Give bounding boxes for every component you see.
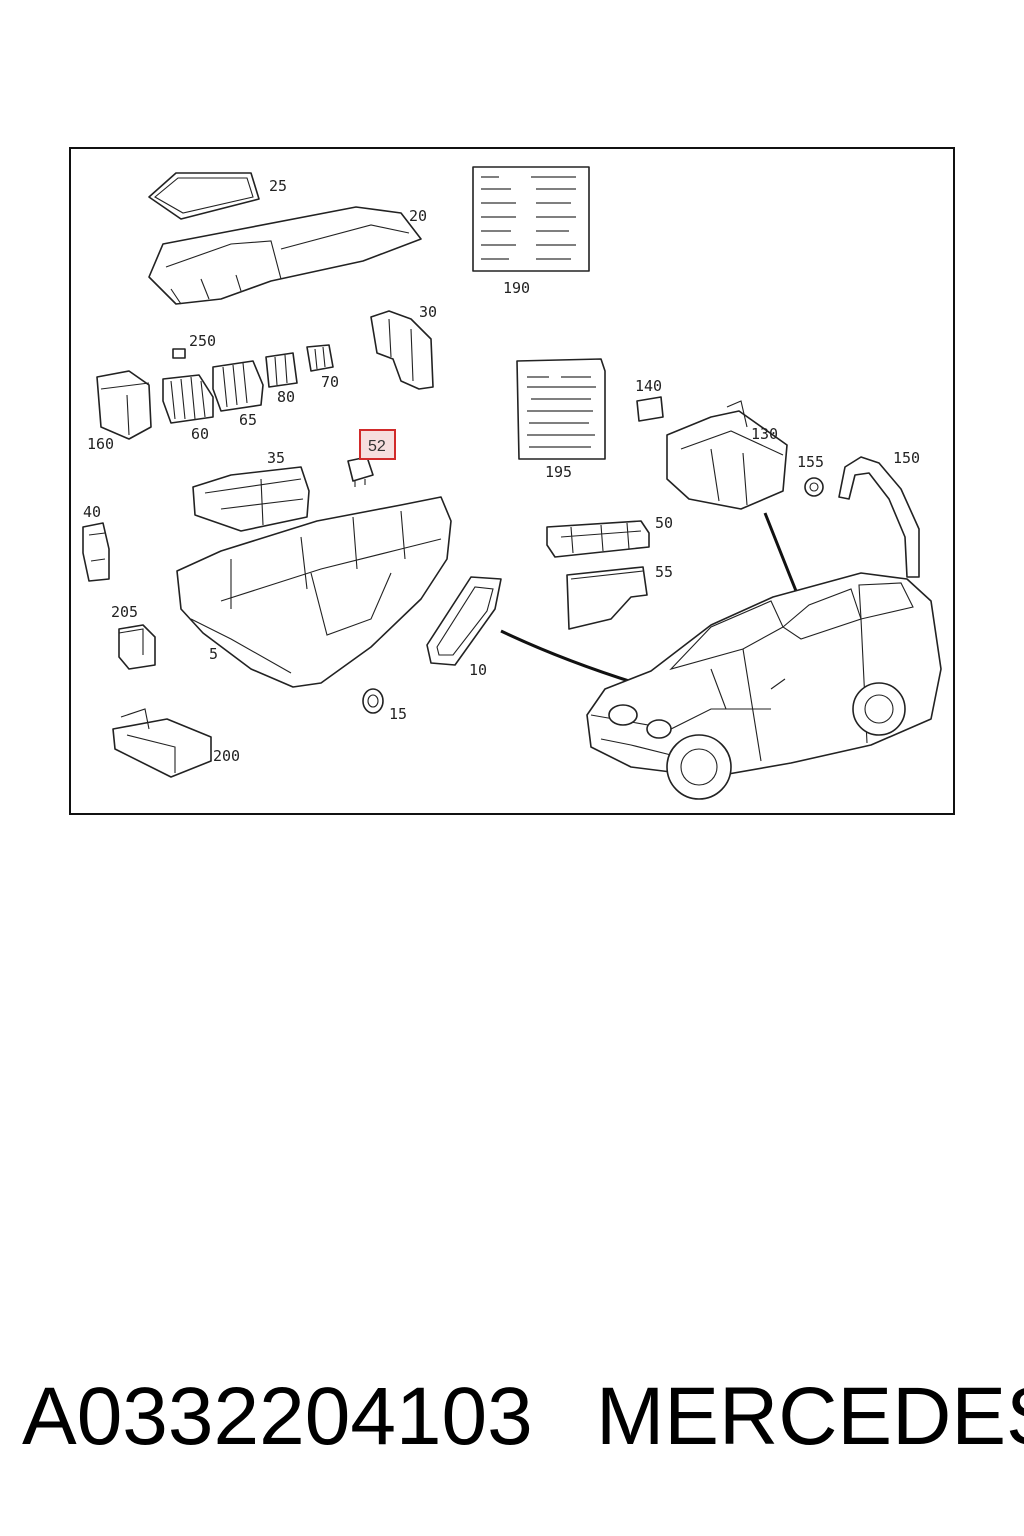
part-50-module (546, 520, 650, 558)
part-15-grommet (362, 688, 384, 714)
part-130-relay-housing (666, 400, 788, 510)
callout-10: 10 (469, 661, 487, 679)
part-20-upper-housing (148, 206, 422, 305)
part-160-relay-box (96, 370, 152, 440)
part-number-text: A0332204103 (22, 1371, 533, 1462)
callout-200: 200 (213, 747, 240, 765)
part-55-cover (566, 566, 648, 630)
exploded-parts-diagram: 25 20 190 30 250 70 (82, 166, 942, 800)
parts-diagram-frame: 25 20 190 30 250 70 (69, 147, 955, 815)
product-caption: A0332204103 MERCEDES (0, 1370, 1024, 1480)
part-80-connector (265, 352, 298, 388)
part-35-frame (192, 466, 310, 532)
brand-name-text: MERCEDES (596, 1371, 1024, 1462)
callout-5: 5 (209, 645, 218, 663)
callout-205: 205 (111, 603, 138, 621)
callout-65: 65 (239, 411, 257, 429)
part-30-bracket (370, 310, 434, 390)
part-70-connector (306, 344, 334, 372)
part-10-gasket (426, 576, 502, 666)
callout-160: 160 (87, 435, 114, 453)
part-60-fuse-holder (162, 374, 214, 424)
part-25-cover-lid (148, 172, 260, 220)
callout-70: 70 (321, 373, 339, 391)
callout-30: 30 (419, 303, 437, 321)
callout-80: 80 (277, 388, 295, 406)
callout-150: 150 (893, 449, 920, 467)
callout-52: 52 (368, 438, 386, 455)
callout-15: 15 (389, 705, 407, 723)
callout-250: 250 (189, 332, 216, 350)
part-190-label-sheet (472, 166, 590, 272)
part-155-nut (804, 477, 824, 497)
callout-195: 195 (545, 463, 572, 481)
callout-190: 190 (503, 279, 530, 297)
station-wagon-car-illustration (586, 572, 942, 800)
callout-40: 40 (83, 503, 101, 521)
part-52-highlight-box (359, 429, 396, 460)
part-250-fuse (172, 348, 186, 359)
callout-50: 50 (655, 514, 673, 532)
callout-20: 20 (409, 207, 427, 225)
part-195-document (516, 358, 606, 460)
part-65-fuse-holder (212, 360, 264, 412)
part-205-relay (118, 624, 156, 670)
part-150-trim-strip (838, 456, 920, 578)
callout-60: 60 (191, 425, 209, 443)
callout-155: 155 (797, 453, 824, 471)
callout-35: 35 (267, 449, 285, 467)
part-200-base-tray (112, 708, 212, 778)
callout-25: 25 (269, 177, 287, 195)
part-52-relay (347, 456, 374, 487)
callout-130: 130 (751, 425, 778, 443)
callout-140: 140 (635, 377, 662, 395)
part-40-bracket (82, 522, 110, 582)
part-5-main-housing (176, 496, 452, 688)
part-140-connector (636, 396, 664, 422)
callout-55: 55 (655, 563, 673, 581)
